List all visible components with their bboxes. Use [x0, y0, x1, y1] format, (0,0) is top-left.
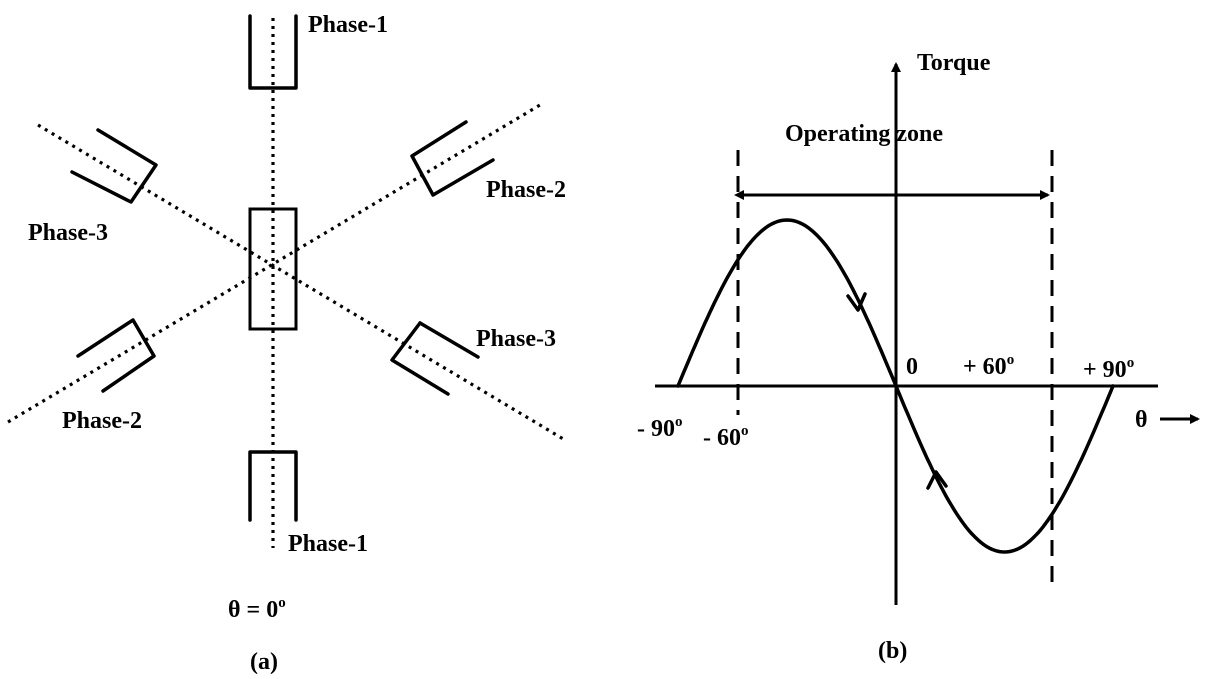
phase-2-lower-left-pole: [76, 318, 156, 393]
theta-axis-label: θ: [1135, 407, 1148, 433]
rotor: [248, 207, 298, 331]
phase-3-right-label: Phase-3: [476, 326, 556, 352]
phase-1-bottom-label: Phase-1: [288, 531, 368, 557]
phase-1-bottom-pole: [248, 450, 298, 522]
phase-2-upper-right-pole: [410, 120, 495, 197]
phase-3-left-label: Phase-3: [28, 220, 108, 246]
torque-curve: [676, 218, 1115, 554]
curve-direction-arrow-down: [846, 292, 867, 312]
panel-a-caption: (a): [250, 649, 278, 675]
plus-60-label: + 60o: [963, 352, 1014, 380]
phase-3-lower-right-pole-b: [418, 321, 480, 359]
phase-3-axis: [37, 123, 566, 442]
torque-label: Torque: [917, 50, 991, 76]
phase-1-top-pole: [248, 14, 298, 90]
curve-direction-arrow-up: [926, 470, 948, 490]
phase-3-lower-right-pole-a: [390, 321, 450, 396]
panel-b-torque-curve: Torque Operating zone 0 + 60o + 90o - 90…: [637, 50, 1200, 664]
origin-label: 0: [906, 354, 918, 380]
panel-a-stator-diagram: Phase-1 Phase-2 Phase-3 Phase-3 Phase-2 …: [7, 12, 566, 675]
phase-2-axis: [7, 103, 541, 424]
panel-b-caption: (b): [878, 638, 907, 664]
theta-zero-label: θ = 0o: [228, 595, 286, 623]
plus-90-label: + 90o: [1083, 355, 1134, 383]
phase-2-right-label: Phase-2: [486, 177, 566, 203]
phase-2-left-label: Phase-2: [62, 408, 142, 434]
operating-zone-label: Operating zone: [785, 121, 943, 147]
minus-60-label: - 60o: [703, 423, 749, 451]
phase-1-top-label: Phase-1: [308, 12, 388, 38]
minus-90-label: - 90o: [637, 414, 683, 442]
phase-3-upper-left-pole: [70, 128, 158, 204]
